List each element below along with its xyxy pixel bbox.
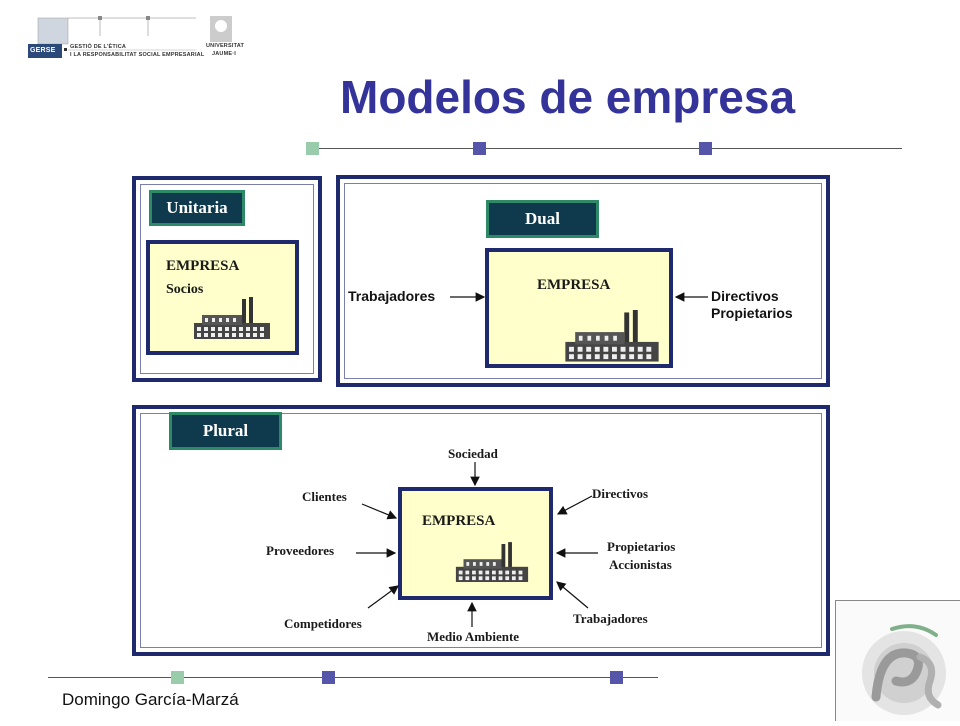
university-logo-line1: UNIVERSITAT	[206, 43, 245, 49]
slide-title: Modelos de empresa	[340, 71, 796, 123]
dual-label-trabajadores: Trabajadores	[348, 288, 436, 304]
tag-dual: Dual	[486, 200, 599, 238]
bottom-divider-square-teal	[171, 671, 184, 684]
top-divider-square-teal	[306, 142, 319, 155]
gerse-logo-line2: I LA RESPONSABILITAT SOCIAL EMPRESARIAL	[70, 52, 205, 58]
plural-label-trabajadores: Trabajadores	[573, 611, 648, 626]
gerse-logo: GERSE GESTIÓ DE L'ÈTICA I LA RESPONSABIL…	[26, 14, 266, 64]
plural-label-sociedad: Sociedad	[448, 446, 498, 461]
dual-label-directivos: Directivos	[711, 288, 779, 304]
bottom-divider-square-blue-1	[322, 671, 335, 684]
footer-author: Domingo García-Marzá	[62, 690, 239, 709]
socios-label: Socios	[166, 282, 204, 297]
plural-label-directivos: Directivos	[592, 486, 649, 501]
gerse-logo-line1: GESTIÓ DE L'ÈTICA	[70, 44, 127, 50]
gerse-logo-name: GERSE	[30, 47, 56, 54]
empresa-label-unitaria: EMPRESA	[166, 258, 240, 274]
plural-label-competidores: Competidores	[284, 616, 362, 631]
bottom-divider-square-blue-2	[610, 671, 623, 684]
bottom-divider-line	[48, 677, 658, 678]
tag-plural: Plural	[169, 412, 282, 450]
plural-label-accionistas: Accionistas	[609, 557, 672, 572]
rsc-logo-icon	[862, 624, 946, 715]
top-divider-line	[312, 148, 902, 149]
empresa-label-plural: EMPRESA	[422, 513, 496, 529]
empresa-box-unitaria: EMPRESA Socios	[146, 240, 299, 355]
plural-label-propietarios: Propietarios	[607, 539, 676, 554]
tag-unitaria: Unitaria	[149, 190, 245, 226]
university-logo-line2: JAUME·I	[212, 51, 237, 57]
gerse-logo-graphic	[28, 16, 232, 58]
plural-label-clientes: Clientes	[302, 489, 347, 504]
plural-label-proveedores: Proveedores	[266, 543, 335, 558]
empresa-box-plural: EMPRESA	[398, 487, 553, 600]
dual-label-propietarios: Propietarios	[711, 305, 793, 321]
top-divider-square-blue-1	[473, 142, 486, 155]
empresa-box-dual: EMPRESA	[485, 248, 673, 368]
top-divider-square-blue-2	[699, 142, 712, 155]
corner-logo	[835, 600, 960, 721]
plural-label-medio-ambiente: Medio Ambiente	[427, 629, 520, 644]
empresa-label-dual: EMPRESA	[537, 277, 611, 293]
